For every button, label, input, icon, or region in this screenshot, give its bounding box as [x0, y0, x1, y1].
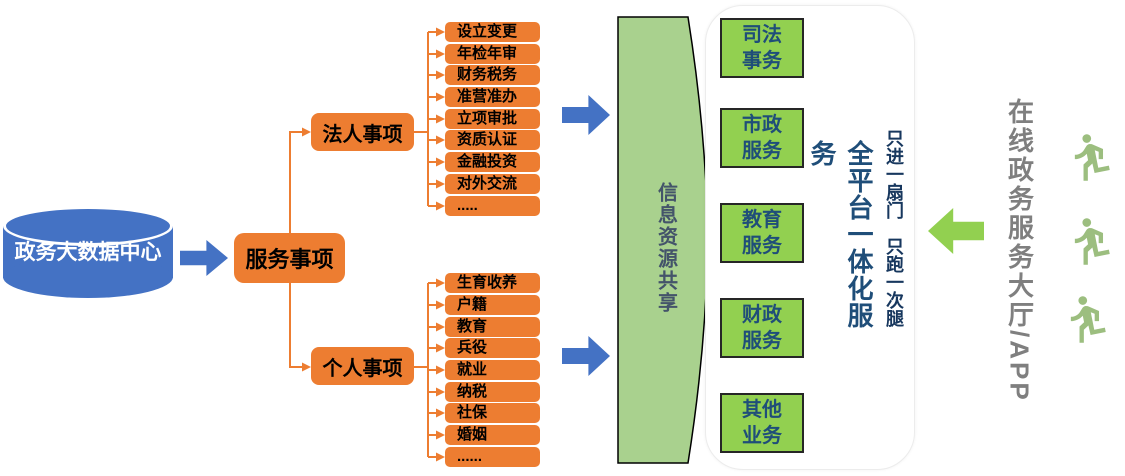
list-item: 设立变更 — [445, 22, 540, 42]
category-label: 服务 — [742, 235, 782, 257]
running-person-icon — [1074, 134, 1110, 181]
sharing-panel-label: 信息资源共享 — [654, 182, 677, 314]
list-item: 对外交流 — [445, 174, 540, 194]
list-item: 就业 — [445, 360, 540, 380]
list-item: ...... — [445, 447, 540, 467]
database-cylinder-bottom — [3, 256, 173, 298]
list-item: 生育收养 — [445, 273, 540, 293]
category-box-education: 教育 服务 — [720, 203, 804, 263]
list-item: 财务税务 — [445, 65, 540, 85]
list-item: 教育 — [445, 317, 540, 337]
category-label: 财政 — [742, 304, 782, 326]
category-label: 其他 — [742, 399, 782, 421]
category-label: 服务 — [742, 330, 782, 352]
branch-node-legal: 法人事项 — [311, 113, 414, 151]
category-box-finance: 财政 服务 — [720, 298, 804, 358]
category-box-municipal: 市政 服务 — [720, 108, 804, 168]
list-item: 户籍 — [445, 295, 540, 315]
portal-strip: 在线政务服务大厅/APP — [995, 55, 1045, 445]
category-label: 服务 — [742, 140, 782, 162]
category-label: 市政 — [742, 114, 782, 136]
list-item: 社保 — [445, 403, 540, 423]
list-item: 纳税 — [445, 382, 540, 402]
list-item: 婚姻 — [445, 425, 540, 445]
category-label: 事务 — [742, 50, 782, 72]
list-item: ..... — [445, 196, 540, 216]
list-item: 金融投资 — [445, 152, 540, 172]
portal-label: 在线政务服务大厅/APP — [1004, 97, 1035, 403]
category-label: 司法 — [742, 24, 782, 46]
branch-node-personal: 个人事项 — [311, 347, 414, 385]
list-item: 准营准办 — [445, 87, 540, 107]
platform-title: 全平台一体化服务 — [807, 140, 874, 329]
category-box-judicial: 司法 事务 — [720, 18, 804, 78]
running-person-icon — [1074, 218, 1110, 265]
list-item: 年检年审 — [445, 44, 540, 64]
platform-slogan: 只进一扇门 只跑一次腿 — [884, 129, 904, 327]
database-cylinder-top — [3, 206, 173, 246]
list-item: 立项审批 — [445, 109, 540, 129]
category-box-other: 其他 业务 — [720, 393, 804, 453]
running-person-icon — [1070, 296, 1106, 343]
data-center-label: 政务大数据中心 — [14, 241, 162, 264]
category-label: 教育 — [742, 209, 782, 231]
list-item: 资质认证 — [445, 130, 540, 150]
list-item: 兵役 — [445, 338, 540, 358]
hub-node-service-items: 服务事项 — [234, 233, 345, 283]
category-label: 业务 — [742, 425, 782, 447]
